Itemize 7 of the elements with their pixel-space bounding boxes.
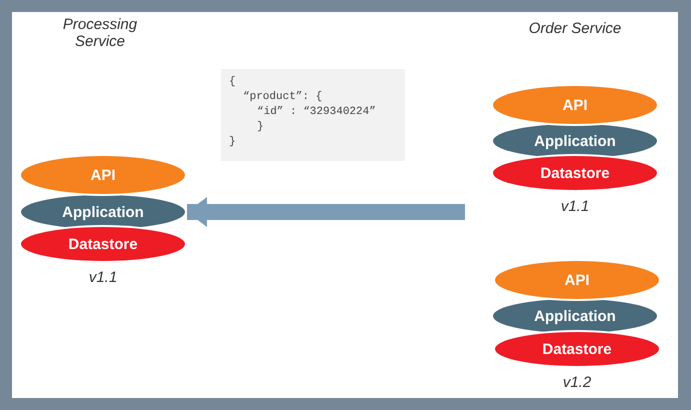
version-label: v1.1 xyxy=(560,198,590,215)
code-snippet: { “product”: { “id” : “329340224” } } xyxy=(221,69,405,161)
arrow xyxy=(187,197,465,227)
service-title: Processing Service xyxy=(62,16,138,50)
version-label: v1.1 xyxy=(88,269,118,286)
service-title: Order Service xyxy=(528,20,622,37)
version-label: v1.2 xyxy=(562,374,592,391)
